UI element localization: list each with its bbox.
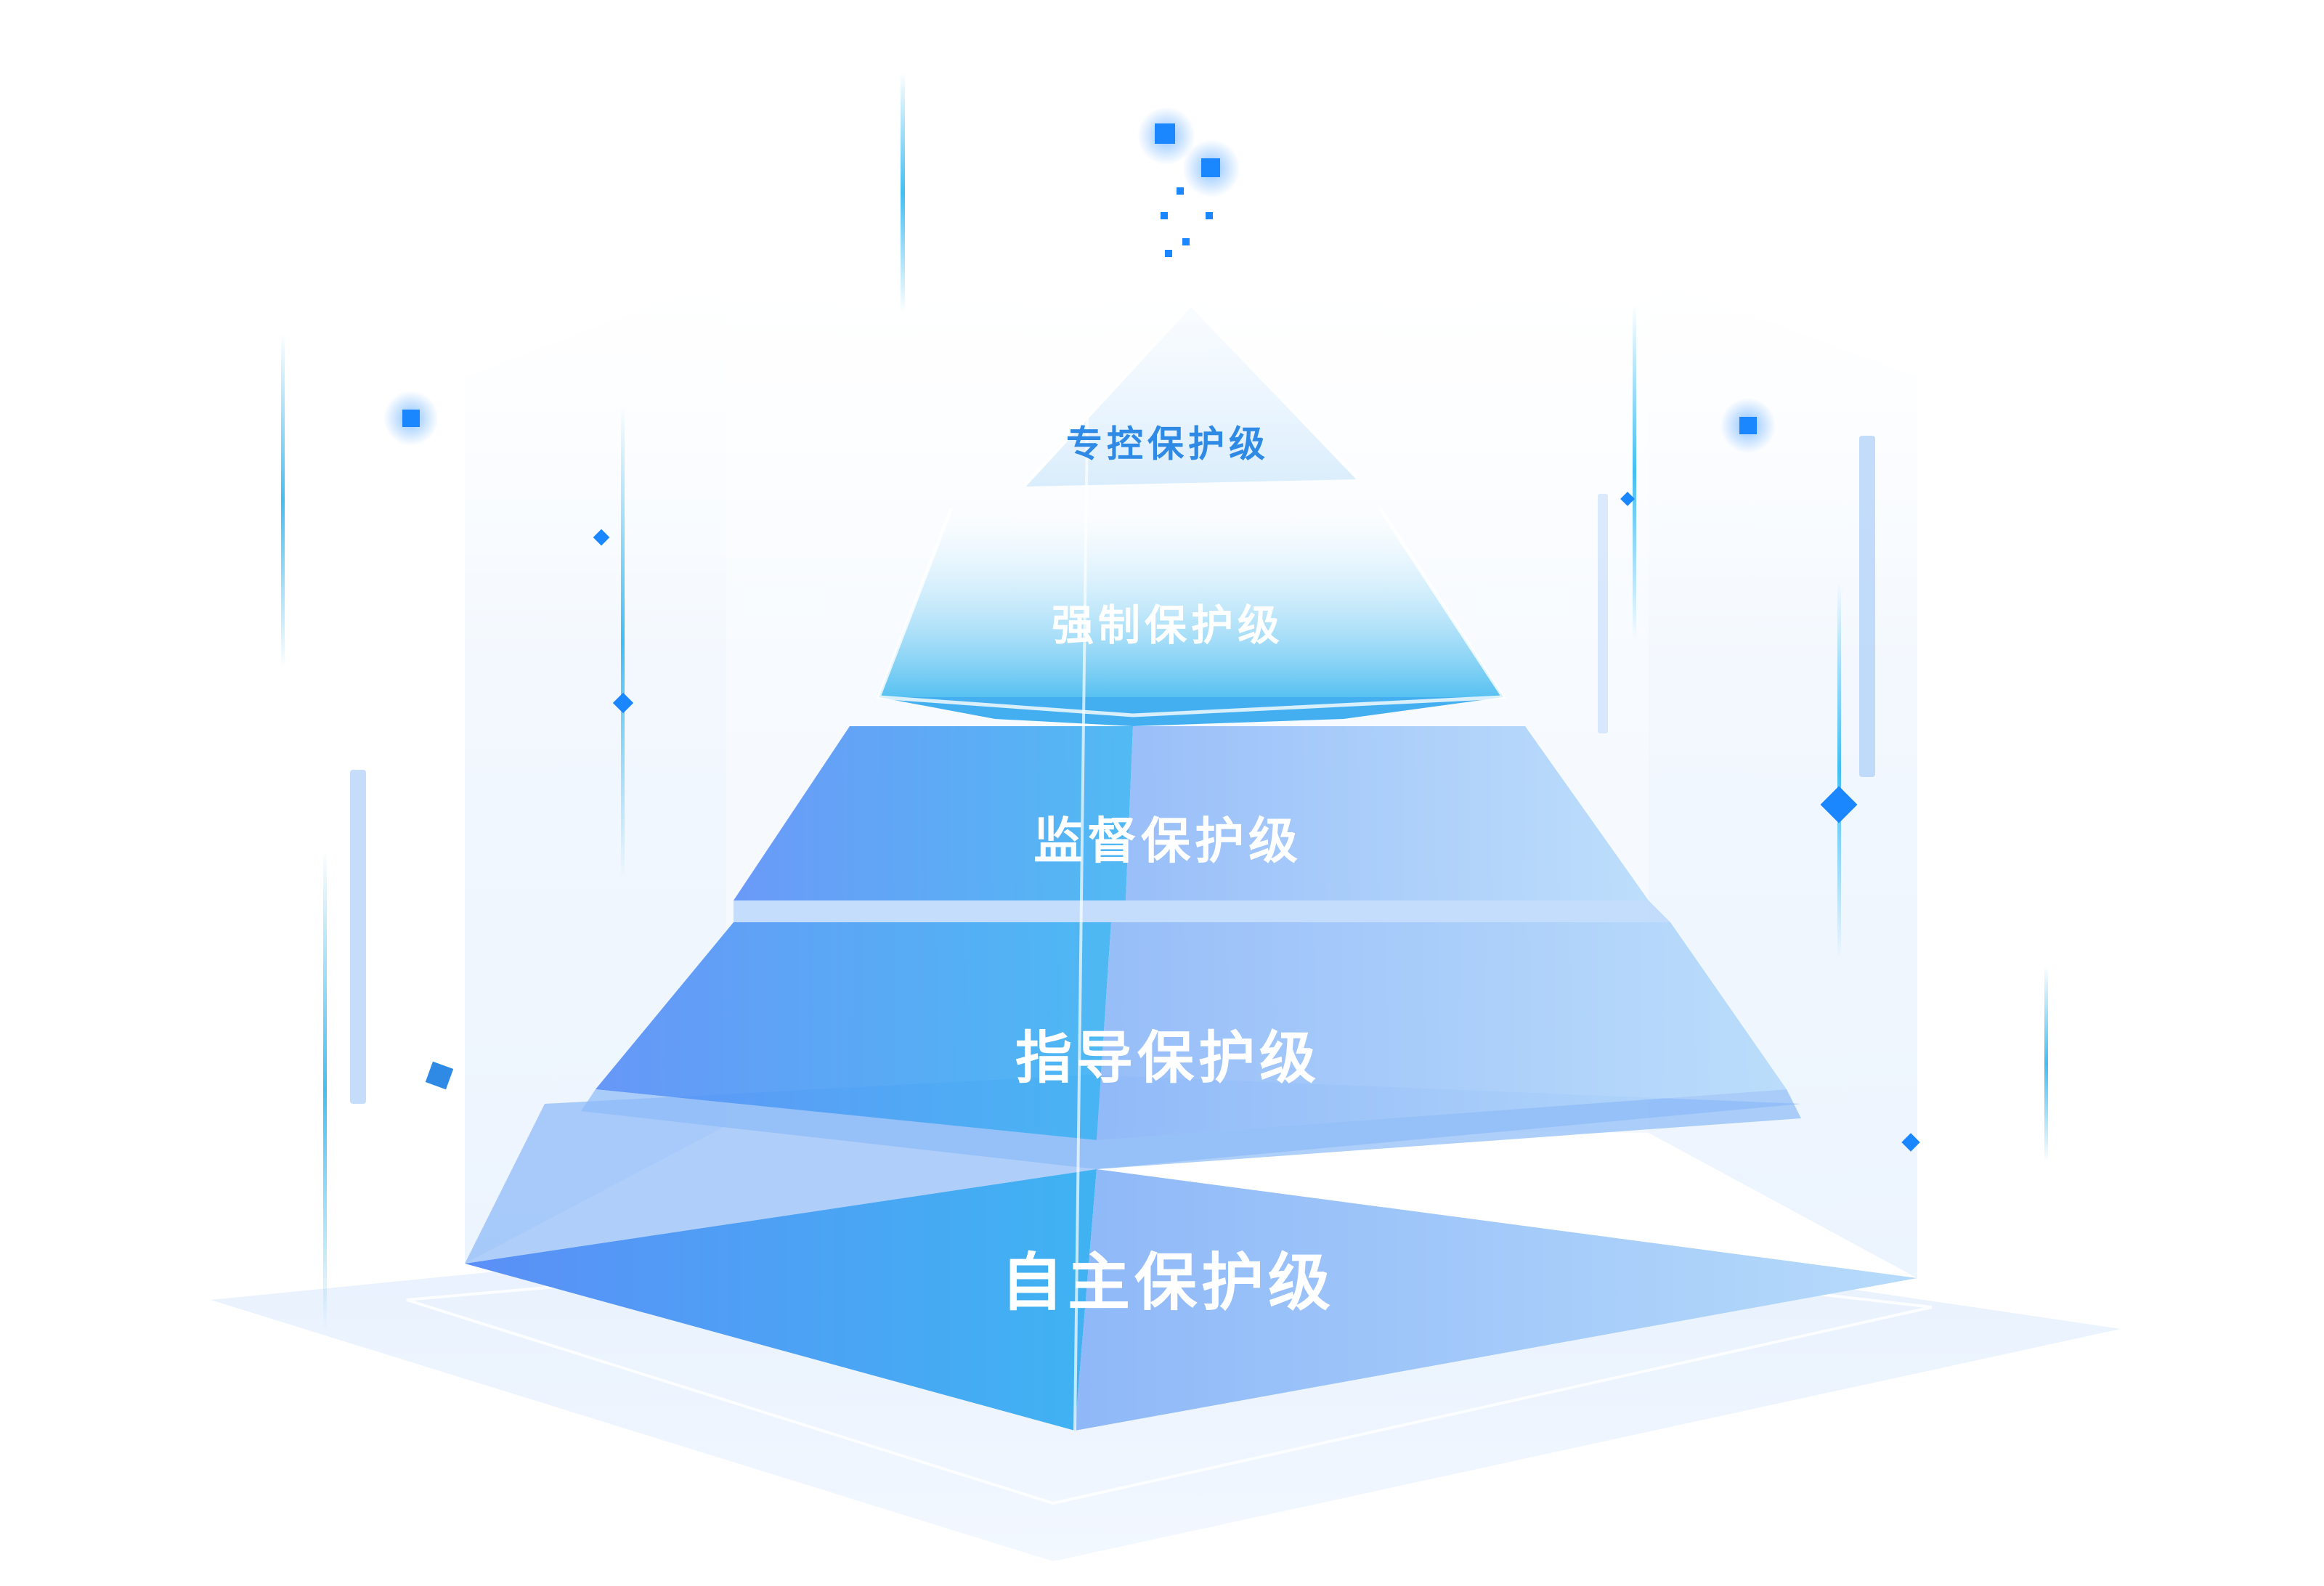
tier-label-1: 自主保护级	[1001, 1246, 1335, 1319]
decorative-light-lines	[281, 73, 2048, 1329]
dotted-data-strips	[350, 436, 1875, 1104]
tier-3-right-face	[1126, 726, 1649, 900]
center-glow-line	[1073, 246, 1091, 1431]
tier-2-left-face	[596, 922, 1111, 1140]
tier-3-band	[734, 900, 1670, 922]
glowing-cubes	[383, 107, 1920, 1152]
tier-1-left-face	[465, 1169, 1097, 1431]
tier-4-edge-highlight	[876, 507, 1507, 717]
tier-3-left-face	[734, 726, 1133, 900]
tier-2-band	[581, 1089, 1801, 1169]
tier-1-right-face	[1075, 1169, 1917, 1431]
tier-label-4: 强制保护级	[1052, 601, 1284, 650]
tier-4-body	[879, 508, 1503, 697]
tier-label-2: 指导保护级	[1015, 1025, 1320, 1091]
glass-panel-right	[1649, 276, 1917, 1278]
tier-2-right-face	[1097, 922, 1787, 1140]
tier-5-apex	[1024, 305, 1358, 487]
tier-5-edge-highlight	[1023, 303, 1360, 488]
tier-label-3: 监督保护级	[1033, 813, 1302, 871]
tier-label-5: 专控保护级	[1066, 423, 1269, 465]
